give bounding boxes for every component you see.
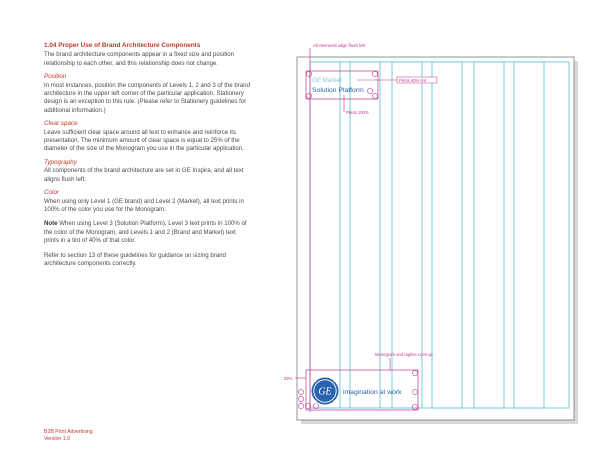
brand-lockup-box	[305, 70, 379, 100]
page-footer: B2B Print Advertising Version 1.0	[44, 429, 93, 442]
grid-column-5	[473, 61, 505, 409]
footer-line-2: Version 1.0	[44, 435, 70, 442]
guidelines-text-column: 1.04 Proper Use of Brand Architecture Co…	[44, 42, 250, 268]
color-paragraph: When using only Level 1 (GE brand) and L…	[44, 197, 244, 213]
callout-100-label: Prints 100%	[346, 110, 369, 115]
clear-space-heading: Clear space	[44, 120, 78, 128]
intro-paragraph: The brand architecture components appear…	[44, 51, 235, 67]
level3-platform-text: Solution Platform	[312, 87, 364, 94]
grid-column-2	[349, 61, 381, 409]
typography-paragraph: All components of the brand architecture…	[44, 167, 244, 183]
clearspace-circles-top	[306, 71, 378, 99]
typography-heading: Typography	[44, 158, 77, 166]
note-text: When using Level 3 (Solution Platform), …	[44, 220, 247, 245]
monogram-lockup-box	[305, 369, 419, 411]
callout-40-box	[396, 76, 438, 84]
level2-market-text: GE Market	[312, 77, 342, 84]
position-paragraph: In most instances, position the componen…	[44, 81, 250, 114]
monogram-letters: GE	[318, 387, 331, 398]
ad-page-frame	[296, 56, 575, 421]
callout-monogram-label: Monogram and tagline Lock-up	[375, 352, 433, 357]
section-title: 1.04 Proper Use of Brand Architecture Co…	[44, 42, 201, 49]
color-heading: Color	[44, 189, 60, 197]
callout-40-label: Prints 40% tint	[399, 78, 427, 83]
note-label: Note	[44, 220, 58, 228]
ge-monogram-icon: GE	[311, 377, 339, 405]
clear-space-paragraph: Leave sufficient clear space around all …	[44, 128, 244, 153]
footer-line-1: B2B Print Advertising	[44, 429, 93, 435]
tagline-text: imagination at work	[343, 389, 402, 396]
refer-paragraph: Refer to section 13 of these guidelines …	[44, 251, 226, 267]
clearspace-circles-bottom	[298, 370, 418, 410]
grid-column-6	[513, 61, 545, 409]
grid-column-3	[391, 61, 423, 409]
grid-column-4	[431, 61, 463, 409]
callout-25-label: 25%	[284, 376, 293, 381]
callout-align-label: All elements align flush left	[313, 43, 366, 48]
position-heading: Position	[44, 73, 67, 81]
note-paragraph: Note When using Level 3 (Solution Platfo…	[44, 220, 250, 245]
